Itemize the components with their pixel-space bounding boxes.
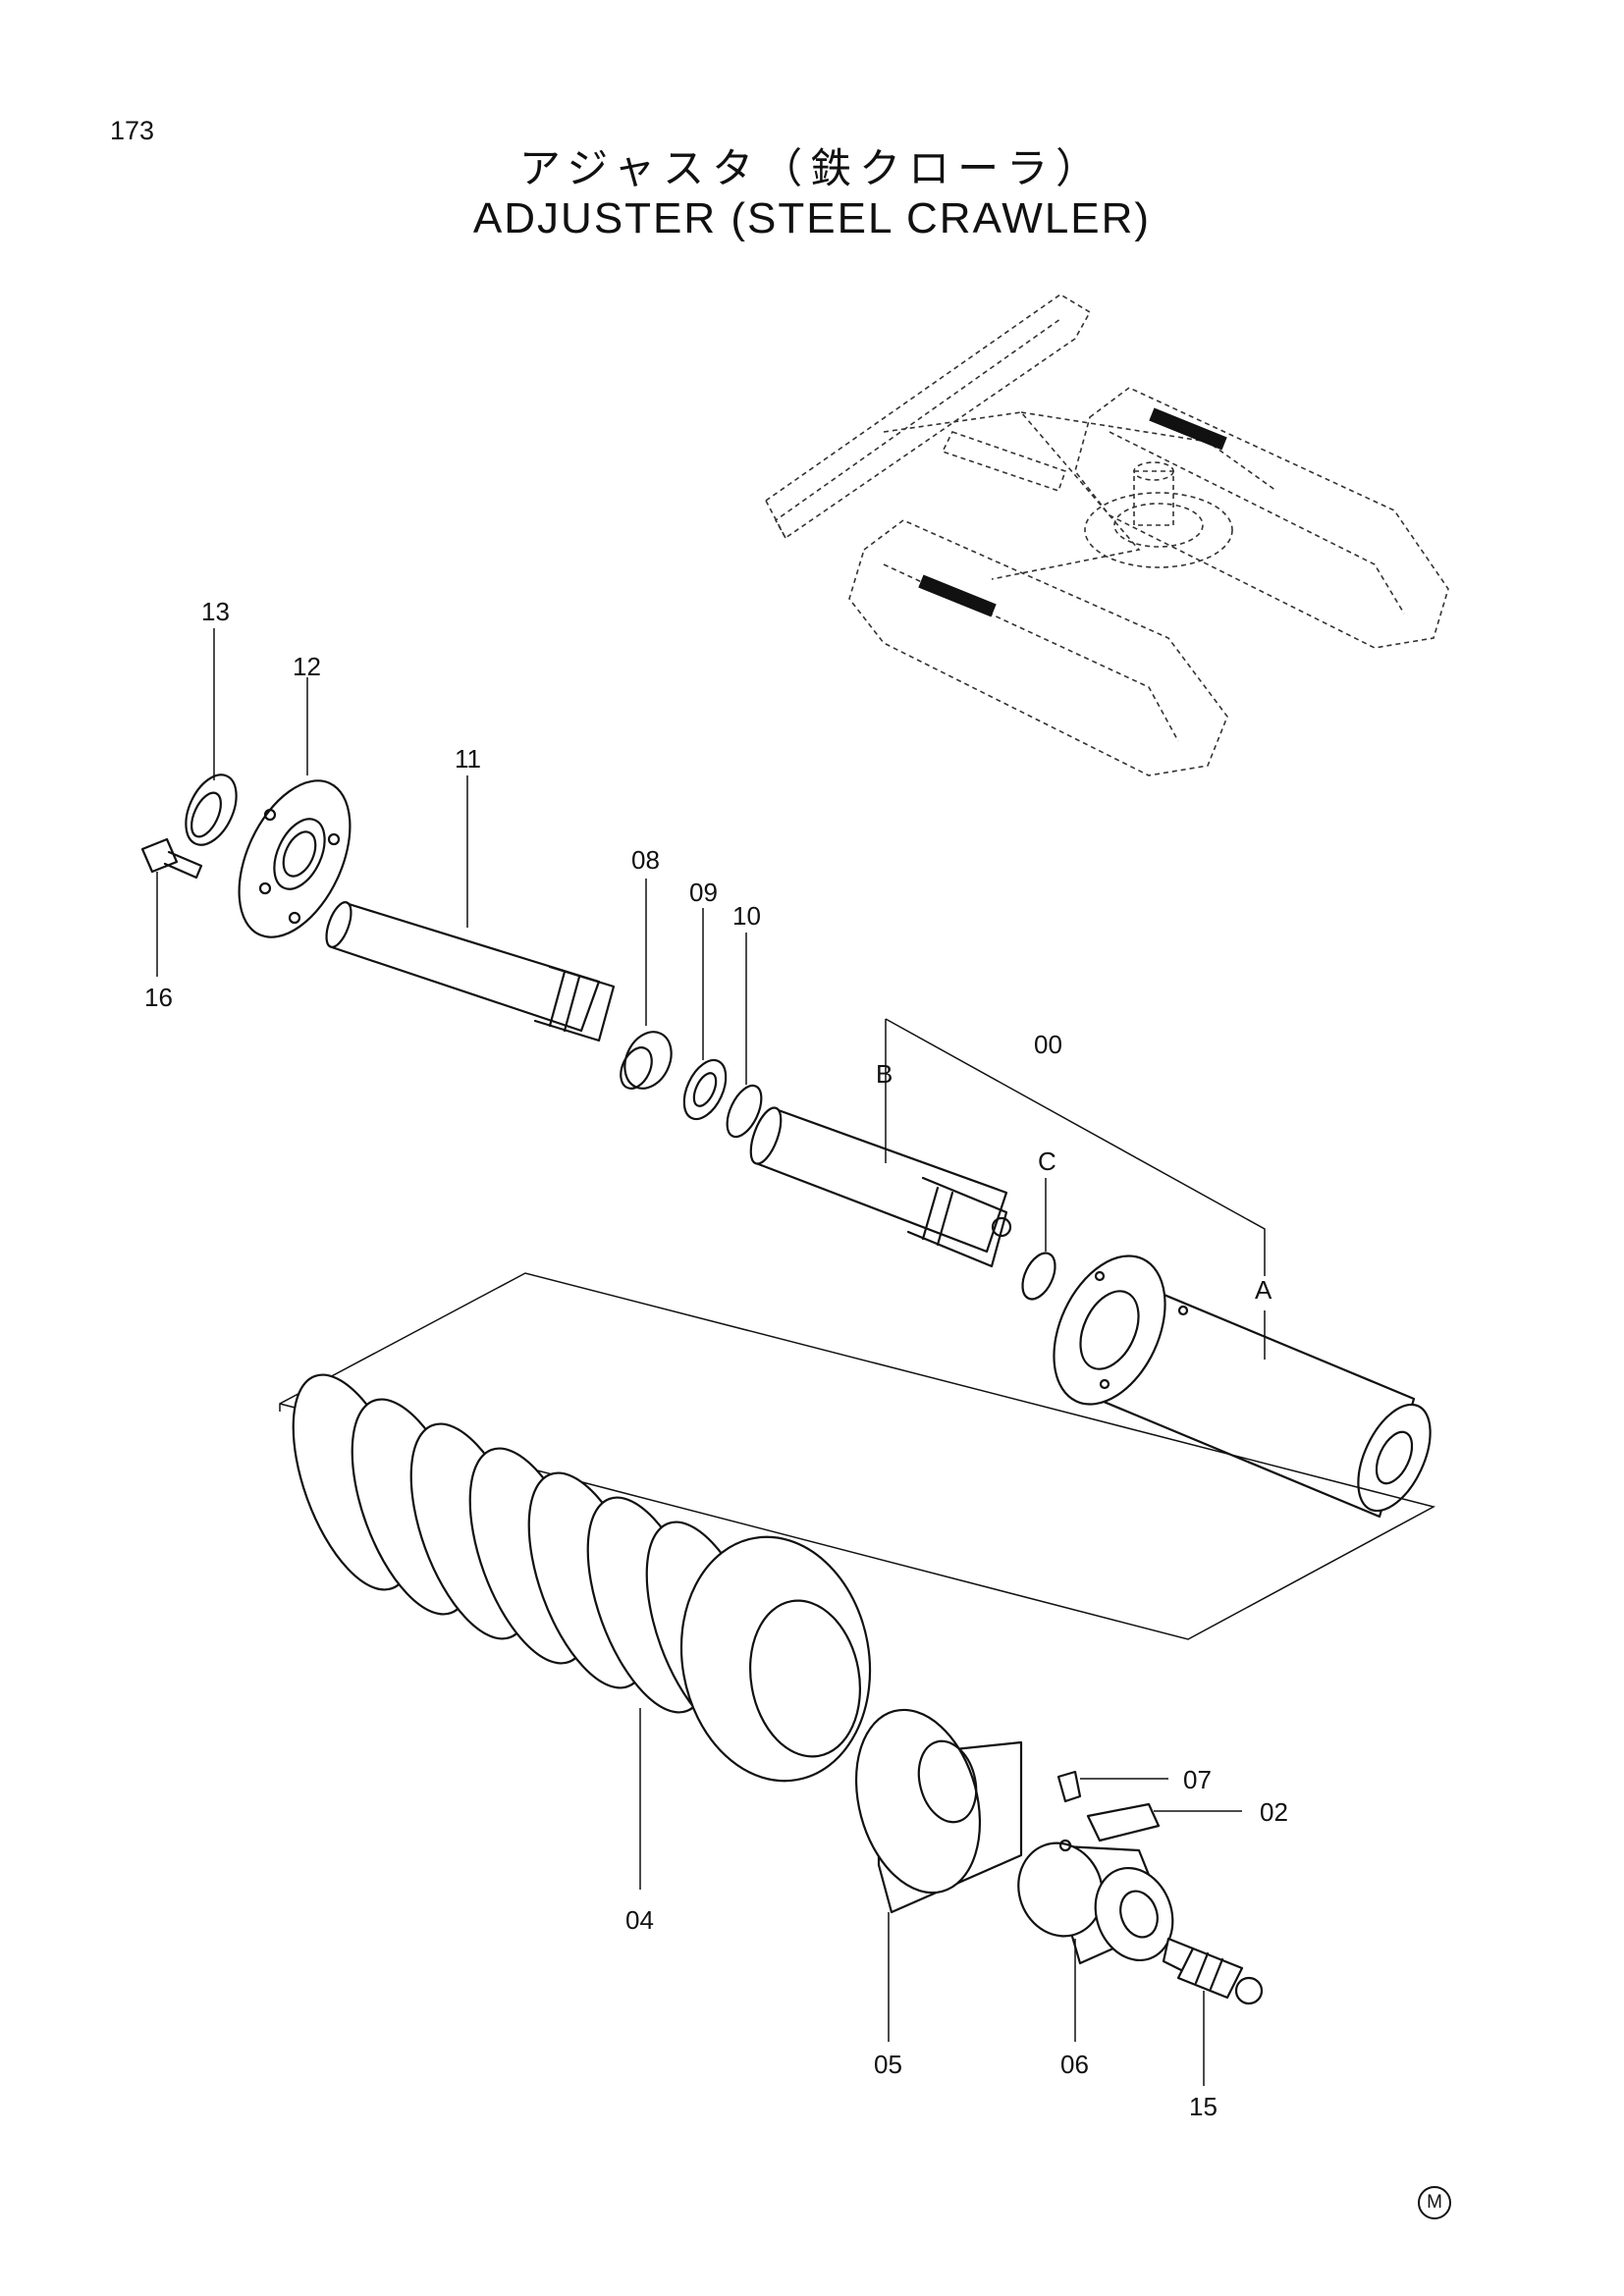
part-c-o-ring	[1021, 1178, 1056, 1301]
label-08: 08	[631, 845, 660, 875]
callout-labels: 13 12 11 16 08 09 10 00 B C A 07 02 04 0…	[144, 597, 1288, 2121]
part-08-collar	[620, 879, 673, 1090]
label-11: 11	[455, 744, 481, 774]
label-06: 06	[1060, 2050, 1089, 2079]
label-10: 10	[732, 901, 761, 931]
label-09: 09	[689, 878, 718, 907]
label-05: 05	[874, 2050, 902, 2079]
track-spring-marker	[918, 407, 1227, 617]
part-10-snap-ring	[726, 933, 763, 1139]
page-number: 173	[110, 116, 155, 145]
label-c: C	[1038, 1147, 1056, 1176]
title-japanese: アジャスタ（鉄クローラ）	[518, 144, 1106, 192]
label-16: 16	[144, 983, 173, 1012]
label-04: 04	[625, 1905, 654, 1935]
part-07-plug	[1056, 1770, 1168, 1803]
part-12-flange	[238, 677, 352, 938]
corner-mark: M	[1418, 2186, 1451, 2219]
part-06-nut	[1017, 1839, 1174, 2042]
label-02: 02	[1260, 1797, 1288, 1827]
part-15-grease-valve	[1162, 1937, 1264, 2086]
spring-group-outline	[279, 1272, 1436, 1640]
label-b: B	[876, 1059, 893, 1089]
part-a-cylinder	[1053, 1255, 1432, 1519]
title-english: ADJUSTER (STEEL CRAWLER)	[472, 194, 1152, 242]
label-a: A	[1255, 1275, 1272, 1305]
part-b-piston-rod	[749, 1080, 1012, 1268]
label-13: 13	[201, 597, 230, 626]
part-05-spring-seat	[854, 1708, 1023, 2042]
part-11-rod	[325, 775, 616, 1042]
label-12: 12	[293, 652, 321, 681]
label-07: 07	[1183, 1765, 1212, 1794]
assembly-bracket-lines	[885, 1018, 1266, 1276]
part-16-bolt	[140, 837, 203, 977]
part-04-spring	[292, 1373, 872, 1890]
crawler-overview-illustration	[764, 294, 1449, 776]
part-02-plate	[1086, 1802, 1242, 1842]
label-15: 15	[1189, 2092, 1218, 2121]
part-09-packing	[682, 908, 728, 1121]
part-13-seal	[185, 628, 238, 846]
label-00: 00	[1034, 1030, 1062, 1059]
